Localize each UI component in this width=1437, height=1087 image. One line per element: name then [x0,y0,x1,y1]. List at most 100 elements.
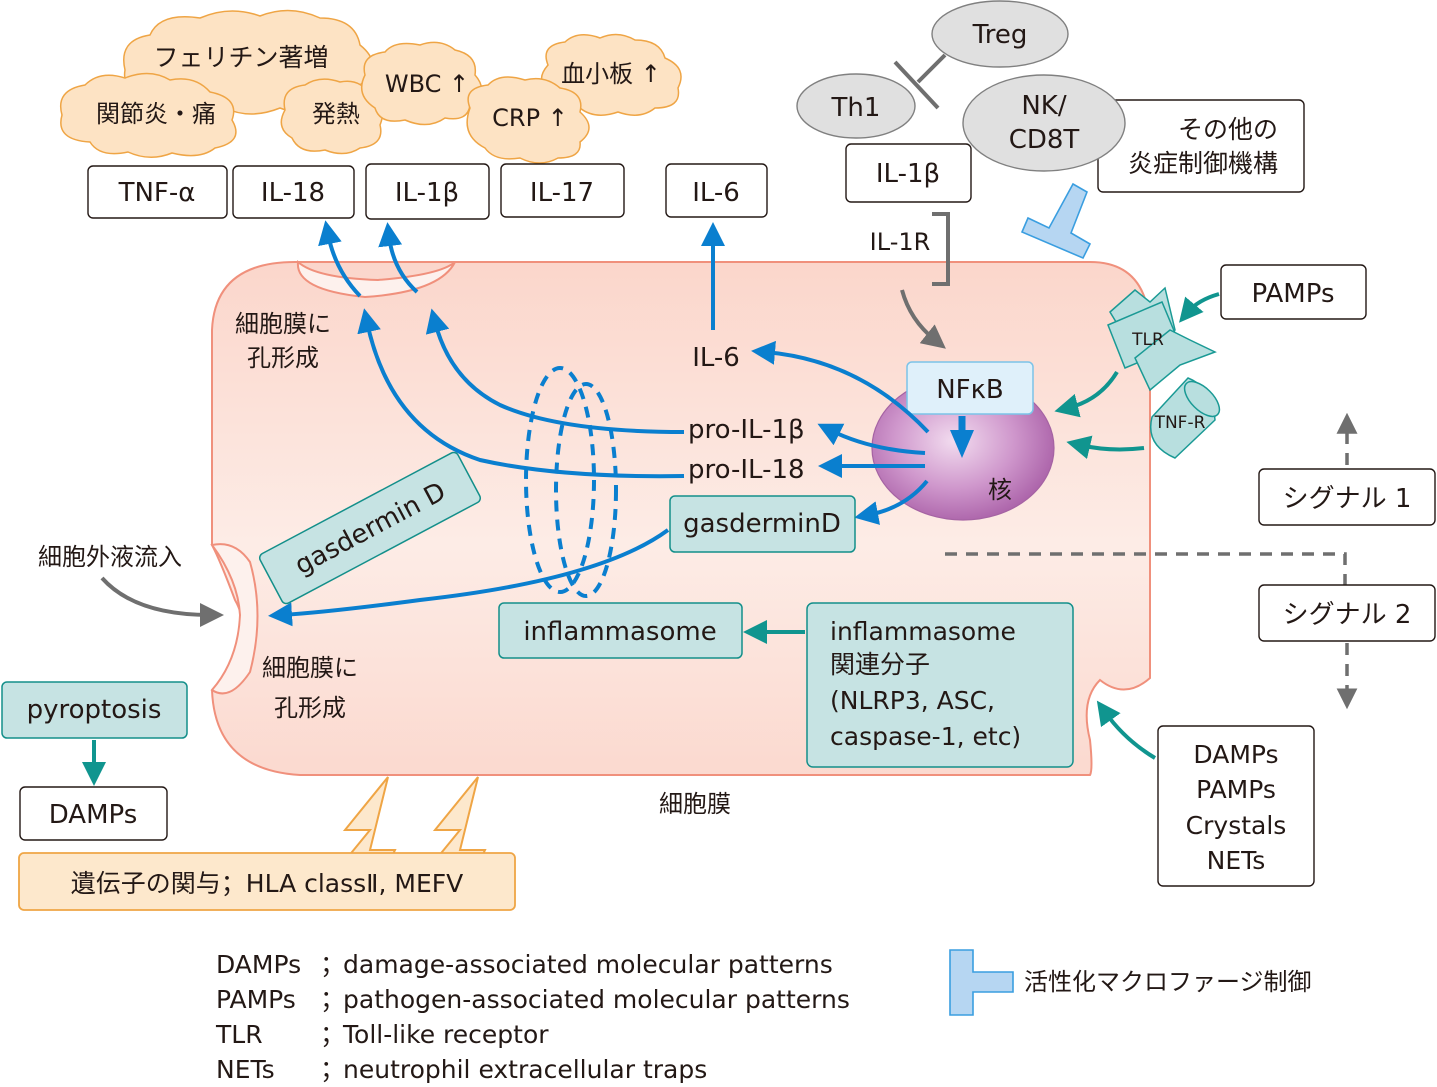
cytokine-arrows [268,220,930,627]
cloud-arthritis: 関節炎・痛 [60,72,237,158]
trigger-item: PAMPs [1196,775,1276,804]
pore-top-label-line1: 細胞膜に [235,310,331,338]
gasdermin-d-box [669,495,856,553]
cytokine-tnf: TNF-α [118,178,196,208]
legend-abbr: PAMPs [216,985,296,1014]
arrow-il1b-release [378,222,419,294]
arrow-il18-release [318,220,362,298]
pyroptosis-box [1,681,188,739]
pyroptosis-label: pyroptosis [27,695,162,725]
gasdermin-pore-ring-2 [554,382,618,598]
legend-desc: damage-associated molecular patterns [343,950,833,979]
th1-label: Th1 [831,93,881,123]
influx-arrow [100,576,224,627]
signal2-box [1258,584,1436,642]
tnfr-label: TNF-R [1154,413,1206,433]
other-control-line2: 炎症制御機構 [1128,149,1278,178]
pamps-label: PAMPs [1251,279,1334,309]
cloud-fever: 発熱 [280,78,384,155]
trigger-item: DAMPs [1193,740,1278,769]
tlr-receptor: TLR [1107,286,1217,392]
legend-sep: ； [320,1020,345,1049]
tlr-label: TLR [1131,330,1164,350]
inflammasome-related-line3: (NLRP3, ASC, [830,686,995,715]
symptom-clouds: フェリチン著増 関節炎・痛 発熱 WBC ↑ 血小板 ↑ CRP ↑ [60,9,682,164]
membrane-pore-left [210,543,259,695]
cytokine-box-tnf [87,165,228,219]
pore-left-label-line1: 細胞膜に [262,654,358,682]
cytokine-il17: IL-17 [530,178,594,208]
inhibition-line [916,53,947,84]
il6-intracellular: IL-6 [692,343,740,373]
cloud-crp: CRP ↑ [466,76,590,164]
pore-top-label-line2: 孔形成 [247,344,319,372]
cytokine-box-il6 [665,163,768,218]
legend-abbr: NETs [216,1055,275,1084]
nucleus-label: 核 [988,476,1012,504]
trigger-item: NETs [1207,846,1266,875]
signal1-label: シグナル 1 [1283,484,1412,514]
macrophage-control-icon [1020,182,1092,260]
legend-sep: ； [320,985,345,1014]
arrow-nucleus-to-il6 [751,340,930,434]
symptom-wbc: WBC ↑ [385,70,469,98]
cytokine-il6: IL-6 [692,178,740,208]
arrow-nucleus-to-gasdermin [854,479,929,525]
nk-label-line2: CD8T [1009,125,1080,155]
macrophage-control-legend-label: 活性化マクロファージ制御 [1024,968,1312,996]
treg-cell [931,0,1069,68]
arrow-tnfr-to-nucleus [1066,435,1145,459]
symptom-ferritin: フェリチン著増 [153,43,328,72]
th1-cell [796,73,916,139]
nk-label-line1: NK/ [1021,91,1066,121]
gene-box [18,852,516,911]
symptom-fever: 発熱 [312,100,360,128]
legend-abbr: DAMPs [216,950,301,979]
nfkb-label: NFκB [936,375,1004,405]
inflammasome-related-box [806,602,1074,768]
legend-sep: ； [320,1055,345,1084]
pro-il18-label: pro-IL-18 [688,455,805,485]
inflammasome-label: inflammasome [523,617,716,647]
legend-desc: pathogen-associated molecular patterns [343,985,850,1014]
inflammasome-related-line1: inflammasome [830,617,1016,646]
il1b-ext-label: IL-1β [876,159,940,189]
immune-cells: Treg Th1 その他の 炎症制御機構 NK/ CD8T [796,0,1305,260]
pamps-box [1220,264,1367,320]
treg-label: Treg [972,20,1028,50]
il1r-label: IL-1R [870,228,931,256]
arrow-triggers-to-membrane [1096,700,1157,760]
trigger-item: Crystals [1186,811,1287,840]
symptom-platelet: 血小板 ↑ [561,60,661,88]
legend-abbr: TLR [215,1020,263,1049]
gasdermin-pore-ring-1 [524,366,596,594]
damps-out-box [19,786,168,841]
legend-sep: ； [320,950,345,979]
cytokine-row: TNF-α IL-18 IL-1β IL-17 IL-6 [87,163,768,220]
cloud-platelet: 血小板 ↑ [540,33,682,116]
triggers-box [1157,725,1315,887]
inflammasome-box [498,602,743,659]
nfkb-box [906,361,1034,415]
influx-label: 細胞外液流入 [38,543,182,571]
signal-divider-line [945,552,1347,585]
pro-il1b-label: pro-IL-1β [688,415,805,445]
gasdermin-d-label: gasderminD [683,509,841,539]
cloud-wbc: WBC ↑ [360,41,483,126]
cytokine-il18: IL-18 [261,178,325,208]
arrow-pro-il1b-to-pore [425,308,685,434]
il1r-receptor-bracket [932,212,950,286]
inhibition-bar-icon [893,60,940,110]
legend-desc: neutrophil extracellular traps [343,1055,707,1084]
cytokine-il1b: IL-1β [395,178,459,208]
gasdermin-d-tilted-box [258,451,482,605]
arrow-gasdermin-to-pore [268,528,670,627]
macrophage-control-legend-icon [949,949,1014,1016]
nk-cd8t-cell [962,74,1126,172]
tnfr-receptor: TNF-R [1150,377,1221,459]
arrow-tlr-to-nucleus [1054,370,1119,418]
gene-label: 遺伝子の関与；HLA classⅡ, MEFV [71,869,463,898]
pore-left-label-line2: 孔形成 [274,694,346,722]
cell-membrane-label: 細胞膜 [659,790,731,818]
